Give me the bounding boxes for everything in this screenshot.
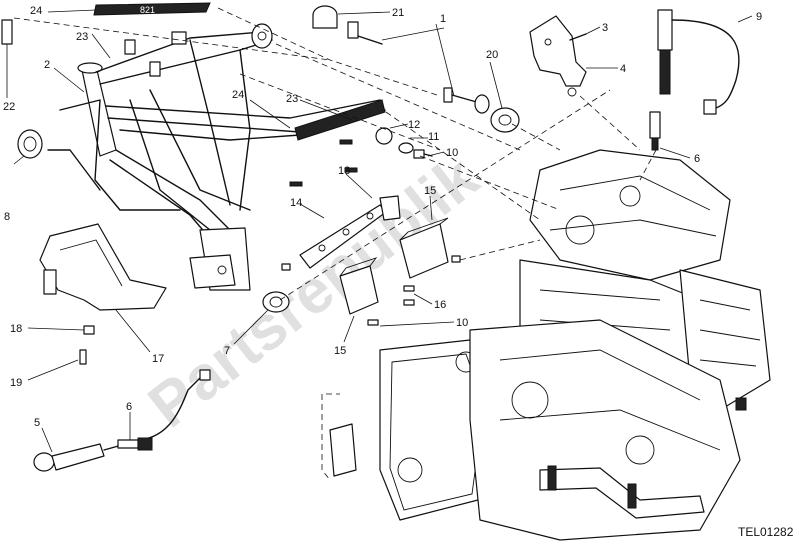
callout-8: 8 (4, 211, 10, 223)
callout-23-top: 23 (76, 31, 88, 43)
bracket-4 (529, 15, 587, 97)
callout-24-side: 24 (232, 89, 244, 101)
callout-5: 5 (34, 417, 40, 429)
callout-12: 12 (408, 119, 420, 131)
callout-17: 17 (152, 353, 164, 365)
callout-10-bottom: 10 (456, 317, 468, 329)
diagram-code: TEL01282 (738, 525, 794, 539)
screw-18 (83, 325, 95, 335)
rubber-bush-20 (490, 107, 520, 133)
sensor-cable-5 (33, 369, 211, 472)
engine-assembly (329, 149, 771, 541)
callout-23-side: 23 (286, 93, 298, 105)
callout-11: 11 (428, 131, 439, 143)
callout-6-top: 6 (694, 153, 700, 165)
callout-19: 19 (10, 377, 22, 389)
frame-grommet (17, 129, 43, 159)
callout-7: 7 (224, 345, 230, 357)
callout-22: 22 (3, 101, 15, 113)
cover-17 (39, 223, 167, 311)
spark-plug-bottom (117, 437, 153, 451)
leader-lines (13, 9, 753, 453)
callout-4: 4 (620, 63, 626, 75)
relay-15-upper (399, 217, 449, 279)
assembly-guide-lines (13, 7, 657, 481)
callout-10-top: 10 (446, 147, 458, 159)
callout-1: 1 (440, 13, 446, 25)
callout-15-lower: 15 (334, 345, 346, 357)
callout-20: 20 (486, 49, 498, 61)
callout-24-top: 24 (30, 5, 42, 17)
decal-strip (1, 19, 13, 98)
callout-14: 14 (290, 197, 302, 209)
callout-13: 13 (338, 165, 350, 177)
decal-text-top: 821 (140, 5, 155, 15)
rubber-bush-21 (312, 5, 383, 45)
rubber-mount-7 (262, 291, 290, 313)
engine-mount-bolt (443, 87, 490, 114)
fasteners-16 (281, 255, 461, 326)
callout-6-bottom: 6 (126, 401, 132, 413)
electrical-bracket-13 (299, 195, 401, 269)
callout-16: 16 (434, 299, 446, 311)
callout-3: 3 (602, 22, 608, 34)
trellis-frame (47, 23, 386, 291)
relay-15-lower (339, 257, 379, 315)
callout-15-upper: 15 (424, 185, 436, 197)
screw-19 (79, 349, 87, 365)
callout-9: 9 (756, 11, 762, 23)
callout-18: 18 (10, 323, 22, 335)
frame-decal-top: 821 (93, 2, 211, 16)
callout-labels: 24 23 2 22 8 21 1 24 23 12 11 10 20 3 4 … (3, 5, 762, 429)
spark-plug-top (649, 111, 661, 151)
callout-2: 2 (44, 59, 50, 71)
callout-21: 21 (392, 7, 404, 19)
mount-parts-12-11-10 (375, 127, 433, 159)
plug-cable-9 (657, 9, 740, 115)
